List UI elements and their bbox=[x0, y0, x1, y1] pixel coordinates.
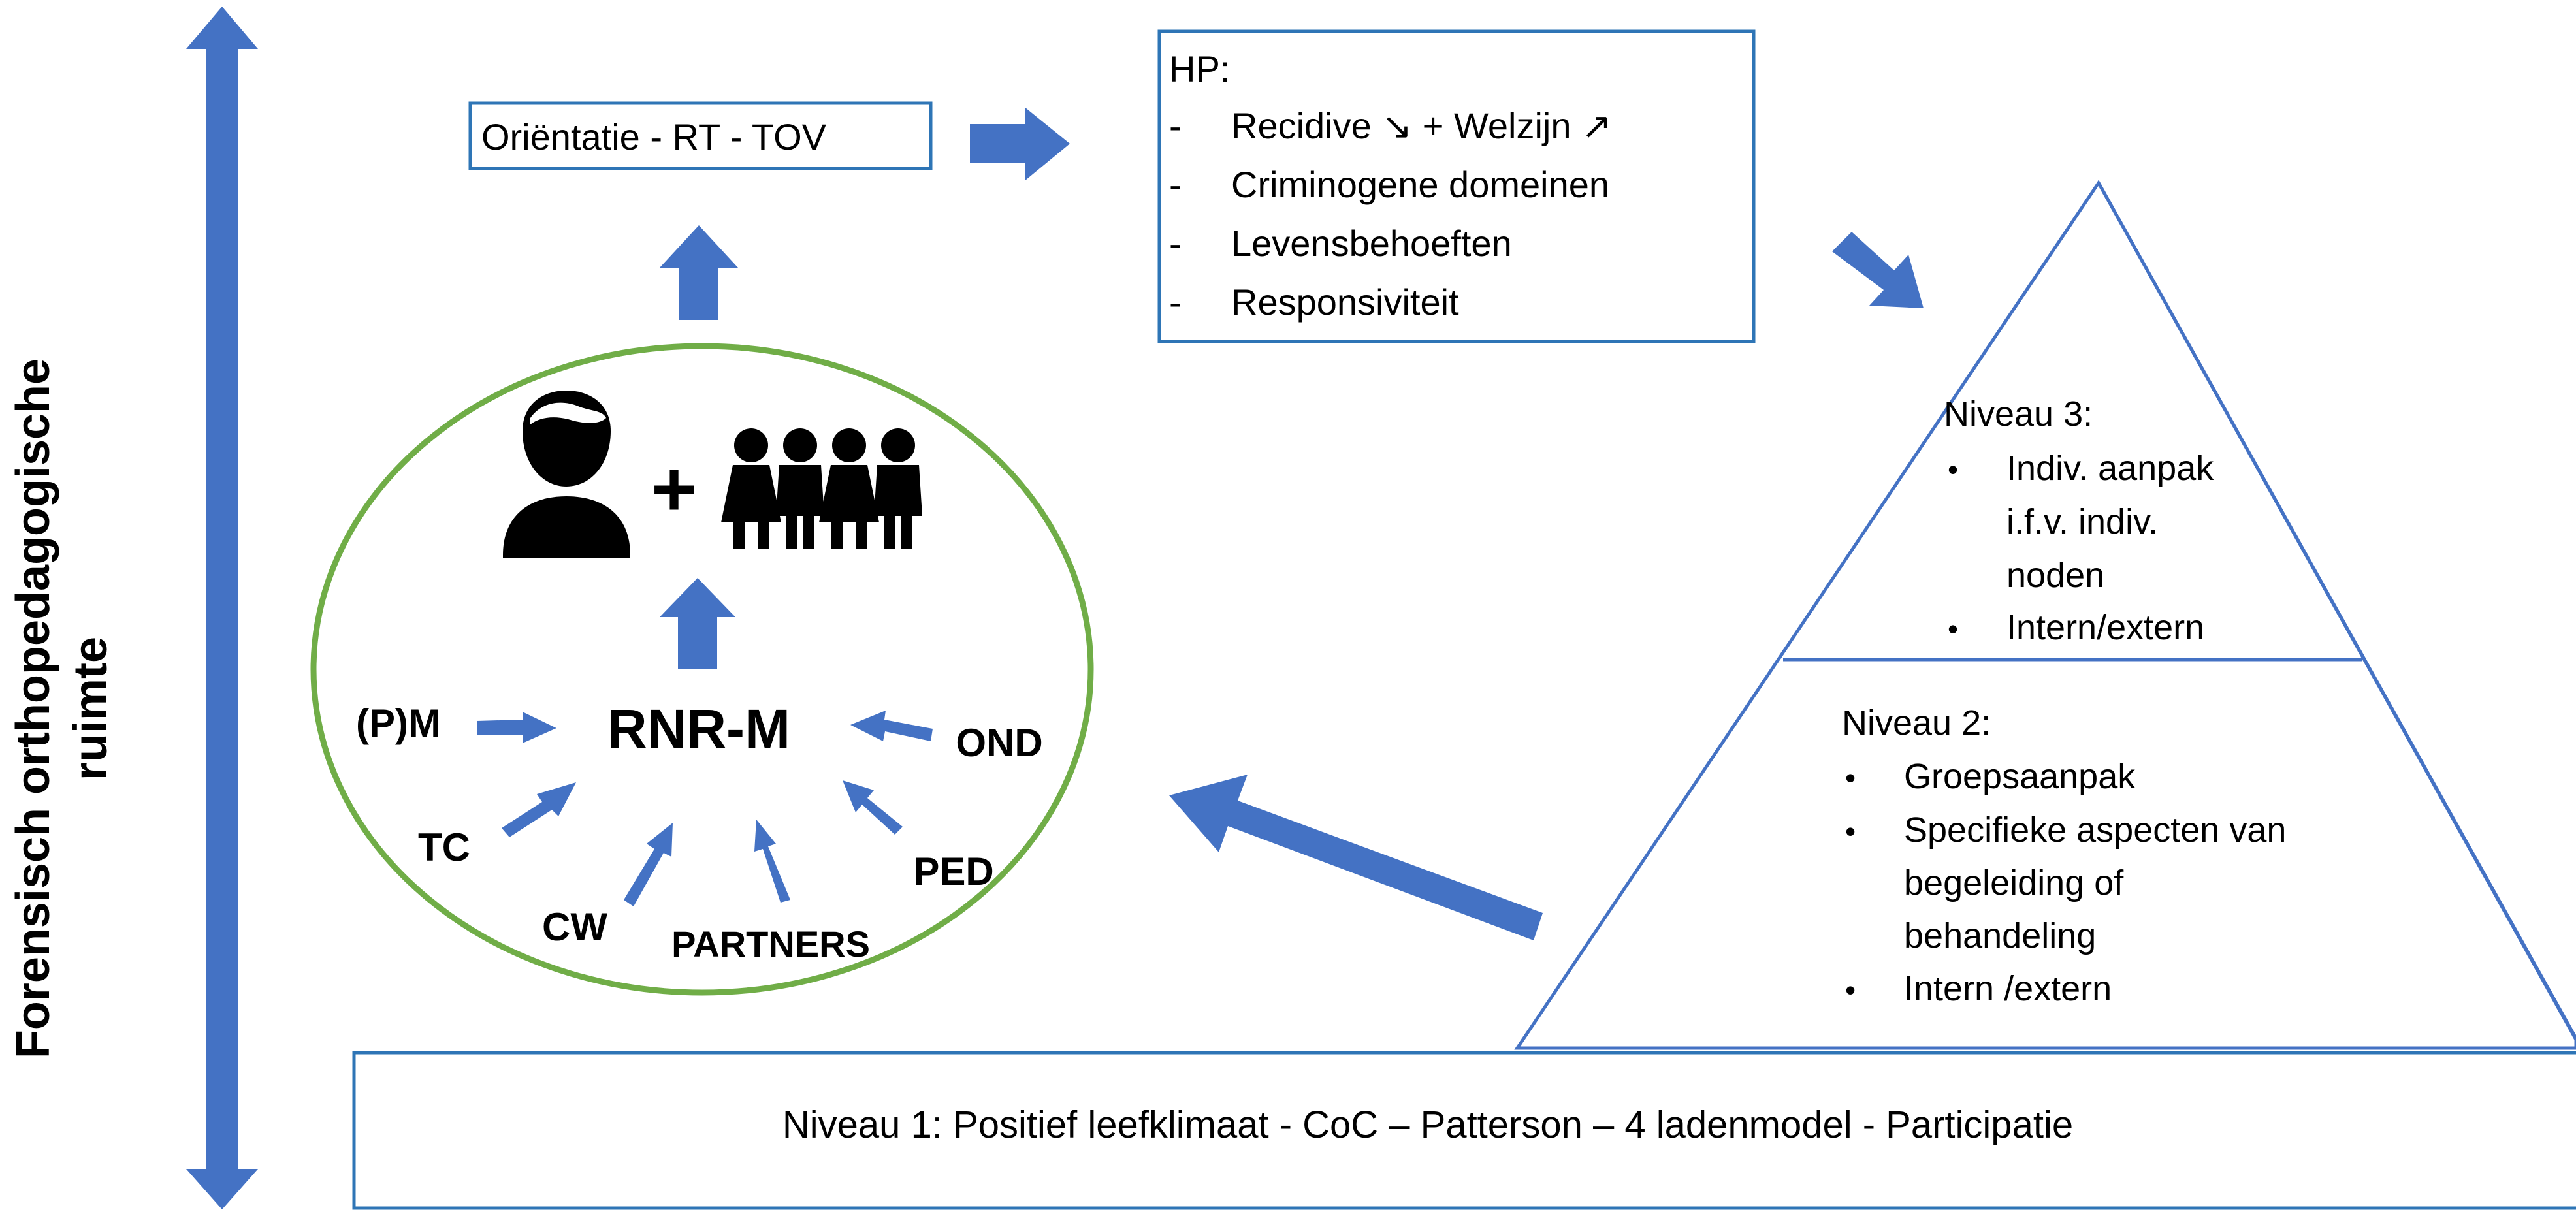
axis-label-line2: ruimte bbox=[65, 637, 117, 780]
arrow-partners-to-rnr bbox=[754, 820, 790, 903]
level1-text: Niveau 1: Positief leefklimaat - CoC – P… bbox=[782, 1104, 2073, 1146]
level3-title: Niveau 3: bbox=[1944, 394, 2093, 434]
level2-bullet-line: Intern /extern bbox=[1904, 969, 2112, 1008]
level3-bullet-line: i.f.v. indiv. bbox=[2006, 502, 2158, 541]
hp-item-text: Responsiviteit bbox=[1231, 281, 1459, 323]
level2-title: Niveau 2: bbox=[1842, 703, 1991, 743]
arrow-pm-to-rnr bbox=[477, 712, 556, 743]
level3-bullet-line: noden bbox=[2006, 556, 2104, 595]
level2-bullet-line: begeleiding of bbox=[1904, 863, 2124, 903]
group-of-people-icon bbox=[721, 428, 922, 549]
hp-title: HP: bbox=[1169, 48, 1230, 89]
hp-item-text: Recidive ↘ + Welzijn ↗ bbox=[1231, 105, 1612, 146]
plus-sign: + bbox=[651, 445, 697, 533]
axis-label: Forensisch orthopedagogische ruimte bbox=[7, 359, 117, 1059]
person-icon bbox=[503, 391, 630, 558]
level2-bullet-line: behandeling bbox=[1904, 916, 2096, 955]
axis-label-line1: Forensisch orthopedagogische bbox=[7, 359, 59, 1059]
level2-bullet: • bbox=[1845, 973, 1856, 1007]
pyramid-right-edge bbox=[2097, 182, 2576, 1041]
arrow-rnr-to-people bbox=[660, 578, 735, 669]
contributor-partners: PARTNERS bbox=[671, 923, 870, 965]
arrow-orientation-to-hp bbox=[970, 108, 1070, 180]
level2-bullet: • bbox=[1845, 761, 1856, 795]
level3-bullet: • bbox=[1948, 453, 1958, 487]
hp-item-text: Criminogene domeinen bbox=[1231, 164, 1609, 205]
vertical-double-arrow bbox=[186, 7, 258, 1209]
arrow-pyramid-to-circle bbox=[1169, 775, 1543, 940]
hp-item-text: Levensbehoeften bbox=[1231, 223, 1512, 264]
hp-box bbox=[1157, 29, 1756, 343]
level2-bullet-line: Groepsaanpak bbox=[1904, 757, 2136, 796]
contributor-ond: OND bbox=[956, 721, 1042, 765]
arrow-ond-to-rnr bbox=[850, 711, 933, 741]
contributor-arrows bbox=[477, 711, 933, 906]
level3-bullet: • bbox=[1948, 612, 1958, 646]
arrow-ped-to-rnr bbox=[843, 780, 903, 835]
contributor-ped: PED bbox=[913, 850, 993, 893]
orientation-box-text: Oriëntatie - RT - TOV bbox=[481, 116, 827, 157]
arrow-cw-to-rnr bbox=[624, 823, 673, 906]
hp-item-marker: - bbox=[1169, 105, 1182, 146]
contributor-tc: TC bbox=[418, 825, 470, 869]
contributor-pm: (P)M bbox=[356, 701, 441, 745]
rnr-m-label: RNR-M bbox=[607, 698, 790, 759]
level1-box bbox=[352, 1051, 2576, 1210]
level2-text: Niveau 2: • Groepsaanpak • Specifieke as… bbox=[1842, 703, 2286, 1008]
level3-bullet-line: Indiv. aanpak bbox=[2006, 449, 2214, 488]
level3-text: Niveau 3: • Indiv. aanpak i.f.v. indiv. … bbox=[1944, 394, 2214, 647]
level2-bullet-line: Specifieke aspecten van bbox=[1904, 810, 2286, 850]
orientation-box bbox=[468, 101, 933, 170]
arrow-hp-to-pyramid bbox=[1832, 232, 1924, 308]
arrow-circle-to-orientation bbox=[660, 225, 738, 320]
arrow-tc-to-rnr bbox=[502, 782, 576, 837]
hp-list: - Recidive ↘ + Welzijn ↗ - Criminogene d… bbox=[1169, 105, 1612, 323]
level2-bullet: • bbox=[1845, 814, 1856, 848]
level3-bullet-line: Intern/extern bbox=[2006, 608, 2204, 647]
hp-item-marker: - bbox=[1169, 164, 1182, 205]
contributor-cw: CW bbox=[542, 905, 607, 949]
hp-item-marker: - bbox=[1169, 223, 1182, 264]
hp-item-marker: - bbox=[1169, 281, 1182, 323]
